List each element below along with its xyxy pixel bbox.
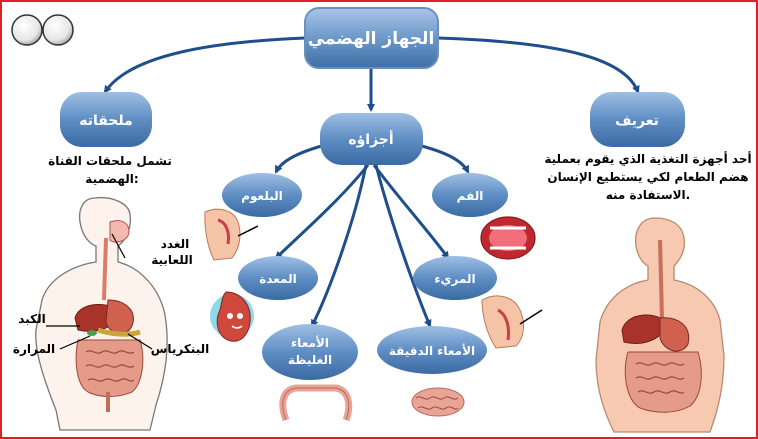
connector-parts-pharynx [274, 143, 326, 174]
label-pancreas: البنكرياس [151, 342, 209, 356]
label-gallbladder: المرارة [13, 342, 55, 356]
connector-title-definition [437, 36, 640, 94]
node-mouth-label: الفم [457, 189, 484, 203]
node-esophagus: المريء [413, 256, 497, 300]
accessories-line-2: الهضمية: [85, 172, 138, 186]
connector-parts-stomach [274, 164, 370, 260]
node-stomach: المعدة [238, 256, 318, 300]
node-pharynx-label: البلعوم [241, 189, 283, 204]
connector-title-accessories [103, 36, 306, 94]
node-large-intestine-label-1: الأمعاء [291, 335, 329, 350]
node-pharynx: البلعوم [222, 173, 302, 217]
small-intestine-illustration [411, 387, 465, 417]
node-mouth: الفم [432, 173, 508, 217]
right-body-illustration [595, 217, 725, 433]
mouth-illustration [480, 216, 536, 260]
node-parts-label: أجزاؤه [348, 130, 393, 148]
connector-parts-esophagus [372, 164, 450, 260]
pharynx-illustration [204, 208, 259, 261]
node-definition: تعريف [590, 92, 685, 147]
node-large-intestine-label-2: الغليظة [288, 353, 332, 367]
label-salivary-2: اللعابية [151, 253, 192, 267]
connectors [103, 36, 640, 328]
title-node: الجهاز الهضمي [304, 7, 439, 69]
connector-parts-mouth [417, 143, 470, 174]
node-parts: أجزاؤه [320, 113, 423, 165]
node-large-intestine: الأمعاء الغليظة [262, 324, 358, 380]
connector-parts-small-intestine [374, 164, 432, 328]
accessories-text: تشمل ملحقات القناة الهضمية: [48, 154, 172, 186]
organ-labels: الغدد اللعابية الكبد المرارة البنكرياس [13, 237, 209, 356]
esophagus-illustration [481, 295, 543, 349]
node-definition-label: تعريف [615, 113, 659, 129]
node-esophagus-label: المريء [434, 272, 475, 286]
node-stomach-label: المعدة [259, 272, 296, 286]
node-accessories: ملحقاته [60, 92, 152, 147]
decorative-circles [11, 14, 74, 46]
definition-line-3: الاستفادة منه. [606, 188, 690, 202]
stomach-illustration [210, 291, 254, 342]
node-small-intestine-label: الأمعاء الدقيقة [389, 343, 475, 358]
label-liver: الكبد [18, 312, 45, 326]
connector-parts-large-intestine [310, 164, 368, 328]
accessories-line-1: تشمل ملحقات القناة [48, 154, 172, 168]
definition-text: أحد أجهزة التغذية الذي يقوم بعملية هضم ا… [544, 151, 751, 202]
large-intestine-illustration [279, 384, 353, 422]
definition-line-2: هضم الطعام لكي يستطيع الإنسان [547, 170, 748, 185]
definition-line-1: أحد أجهزة التغذية الذي يقوم بعملية [544, 151, 751, 167]
left-body-illustration [35, 196, 168, 431]
node-small-intestine: الأمعاء الدقيقة [377, 326, 487, 374]
node-accessories-label: ملحقاته [79, 113, 133, 129]
title-text: الجهاز الهضمي [308, 29, 435, 49]
label-salivary-1: الغدد [161, 237, 189, 251]
